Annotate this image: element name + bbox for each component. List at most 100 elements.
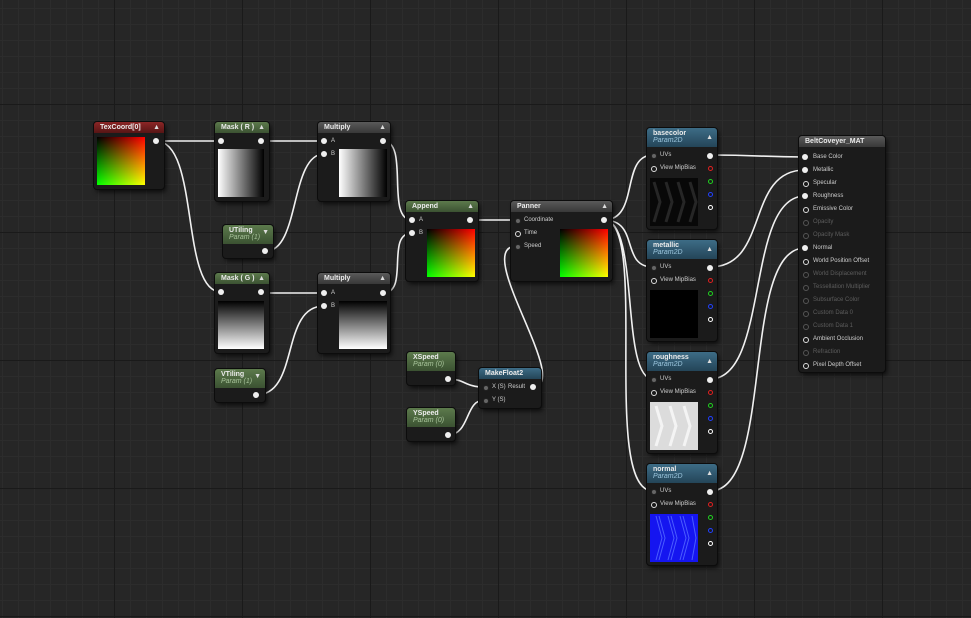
node-header[interactable]: Append ▲ — [406, 201, 478, 212]
output-pin[interactable] — [445, 376, 451, 382]
input-pin-mipbias[interactable] — [651, 166, 657, 172]
normal-texture-node[interactable]: normal Param2D ▲ UVs View MipBias — [647, 464, 717, 565]
collapse-arrow-icon[interactable]: ▲ — [379, 275, 386, 282]
multiply-bottom-node[interactable]: Multiply ▲ A B — [318, 273, 390, 353]
output-pin[interactable] — [262, 248, 268, 254]
collapse-arrow-icon[interactable]: ▲ — [706, 246, 713, 253]
node-header[interactable]: UTiling Param (1) ▼ — [223, 225, 273, 244]
output-pin[interactable] — [380, 290, 386, 296]
output-pin[interactable] — [153, 138, 159, 144]
collapse-arrow-icon[interactable]: ▲ — [706, 470, 713, 477]
collapse-arrow-icon[interactable]: ▲ — [706, 134, 713, 141]
output-pin-a[interactable] — [708, 429, 713, 434]
append-node[interactable]: Append ▲ A B — [406, 201, 478, 281]
output-pin[interactable] — [445, 432, 451, 438]
node-header[interactable]: normal Param2D ▲ — [647, 464, 717, 483]
roughness-texture-node[interactable]: roughness Param2D ▲ UVs View MipBias — [647, 352, 717, 453]
utiling-node[interactable]: UTiling Param (1) ▼ — [223, 225, 273, 258]
collapse-arrow-icon[interactable]: ▲ — [467, 203, 474, 210]
output-pin[interactable] — [601, 217, 607, 223]
material-input-pin-subsurface-color[interactable] — [803, 298, 809, 304]
xspeed-node[interactable]: XSpeed Param (0) — [407, 352, 455, 385]
collapse-arrow-icon[interactable]: ▲ — [258, 124, 265, 131]
output-pin-rgb[interactable] — [707, 489, 713, 495]
output-pin-r[interactable] — [708, 390, 713, 395]
input-pin-x[interactable] — [483, 385, 489, 391]
material-input-pin-specular[interactable] — [803, 181, 809, 187]
node-header[interactable]: MakeFloat2 — [479, 368, 541, 379]
output-pin-rgb[interactable] — [707, 265, 713, 271]
node-header[interactable]: YSpeed Param (0) — [407, 408, 455, 427]
output-pin[interactable] — [258, 138, 264, 144]
output-pin-a[interactable] — [708, 541, 713, 546]
output-pin-a[interactable] — [708, 205, 713, 210]
output-pin-a[interactable] — [708, 317, 713, 322]
output-pin-result[interactable] — [530, 384, 536, 390]
collapse-arrow-icon[interactable]: ▲ — [601, 203, 608, 210]
input-pin-mipbias[interactable] — [651, 390, 657, 396]
material-input-pin-refraction[interactable] — [803, 350, 809, 356]
node-header[interactable]: VTiling Param (1) ▼ — [215, 369, 265, 388]
input-pin[interactable] — [218, 289, 224, 295]
output-pin-b[interactable] — [708, 304, 713, 309]
input-pin-a[interactable] — [321, 138, 327, 144]
multiply-top-node[interactable]: Multiply ▲ A B — [318, 122, 390, 201]
node-header[interactable]: Mask ( R ) ▲ — [215, 122, 269, 133]
output-pin[interactable] — [380, 138, 386, 144]
node-header[interactable]: basecolor Param2D ▲ — [647, 128, 717, 147]
output-pin-r[interactable] — [708, 502, 713, 507]
collapse-arrow-icon[interactable]: ▲ — [379, 124, 386, 131]
yspeed-node[interactable]: YSpeed Param (0) — [407, 408, 455, 441]
material-input-pin-normal[interactable] — [802, 245, 808, 251]
input-pin-a[interactable] — [321, 290, 327, 296]
dropdown-arrow-icon[interactable]: ▼ — [254, 373, 261, 380]
input-pin-uvs[interactable] — [651, 265, 657, 271]
material-input-pin-pixel-depth-offset[interactable] — [803, 363, 809, 369]
output-pin-r[interactable] — [708, 278, 713, 283]
material-input-pin-opacity-mask[interactable] — [803, 233, 809, 239]
input-pin-b[interactable] — [321, 151, 327, 157]
collapse-arrow-icon[interactable]: ▲ — [706, 358, 713, 365]
output-pin-g[interactable] — [708, 515, 713, 520]
output-pin[interactable] — [467, 217, 473, 223]
output-pin-b[interactable] — [708, 528, 713, 533]
input-pin[interactable] — [218, 138, 224, 144]
dropdown-arrow-icon[interactable]: ▼ — [262, 229, 269, 236]
input-pin-mipbias[interactable] — [651, 278, 657, 284]
mask-r-node[interactable]: Mask ( R ) ▲ — [215, 122, 269, 201]
input-pin-a[interactable] — [409, 217, 415, 223]
material-input-pin-tessellation-multiplier[interactable] — [803, 285, 809, 291]
input-pin-time[interactable] — [515, 231, 521, 237]
input-pin-coordinate[interactable] — [515, 218, 521, 224]
collapse-arrow-icon[interactable]: ▲ — [258, 275, 265, 282]
collapse-arrow-icon[interactable]: ▲ — [153, 124, 160, 131]
node-header[interactable]: Multiply ▲ — [318, 122, 390, 133]
material-input-pin-base-color[interactable] — [802, 154, 808, 160]
material-input-pin-ambient-occlusion[interactable] — [803, 337, 809, 343]
output-pin-rgb[interactable] — [707, 153, 713, 159]
basecolor-texture-node[interactable]: basecolor Param2D ▲ UVs View MipBias — [647, 128, 717, 229]
output-pin-rgb[interactable] — [707, 377, 713, 383]
panner-node[interactable]: Panner ▲ Coordinate Time Speed — [511, 201, 612, 281]
node-header[interactable]: BeltCoveyer_MAT — [799, 136, 885, 147]
output-pin[interactable] — [253, 392, 259, 398]
output-pin-r[interactable] — [708, 166, 713, 171]
node-header[interactable]: roughness Param2D ▲ — [647, 352, 717, 371]
makefloat2-node[interactable]: MakeFloat2 X (S) Result Y (S) — [479, 368, 541, 408]
output-pin-g[interactable] — [708, 179, 713, 184]
output-pin-b[interactable] — [708, 416, 713, 421]
input-pin-uvs[interactable] — [651, 377, 657, 383]
output-pin[interactable] — [258, 289, 264, 295]
node-header[interactable]: Mask ( G ) ▲ — [215, 273, 269, 284]
vtiling-node[interactable]: VTiling Param (1) ▼ — [215, 369, 265, 402]
input-pin-y[interactable] — [483, 398, 489, 404]
input-pin-b[interactable] — [409, 230, 415, 236]
input-pin-b[interactable] — [321, 303, 327, 309]
node-header[interactable]: metallic Param2D ▲ — [647, 240, 717, 259]
node-header[interactable]: Multiply ▲ — [318, 273, 390, 284]
output-pin-g[interactable] — [708, 291, 713, 296]
metallic-texture-node[interactable]: metallic Param2D ▲ UVs View MipBias — [647, 240, 717, 341]
material-input-pin-world-displacement[interactable] — [803, 272, 809, 278]
input-pin-uvs[interactable] — [651, 153, 657, 159]
